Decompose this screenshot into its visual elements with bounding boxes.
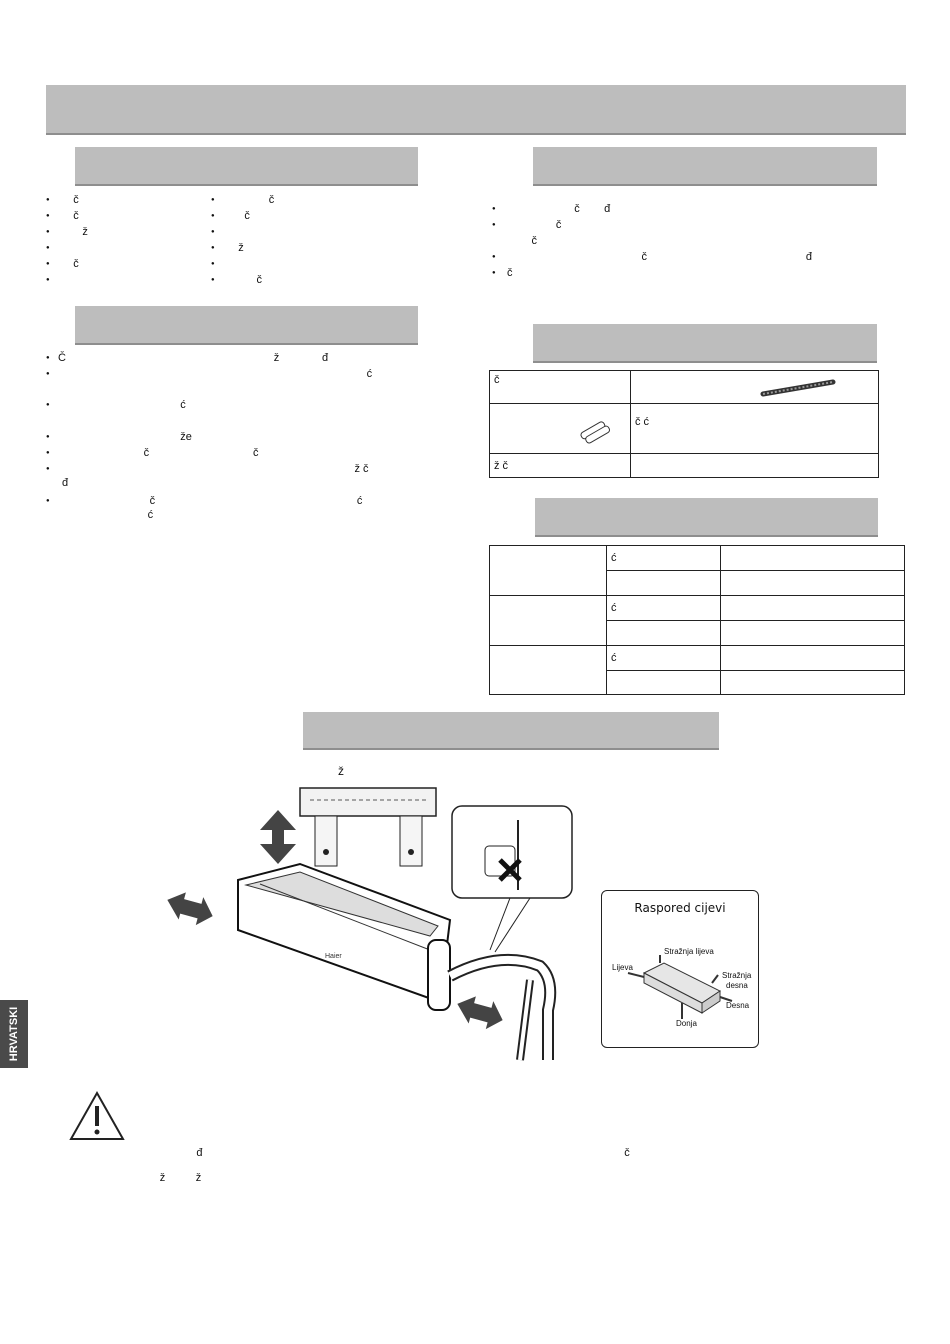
installation-illustration: Haier	[167, 787, 573, 1061]
table-row: č ć	[489, 403, 879, 454]
table-cell: č ć	[630, 403, 879, 454]
table-cell	[606, 620, 721, 646]
install-caption: ž	[338, 764, 344, 778]
paragraph: ć	[46, 398, 186, 413]
pipe-layout-diagram: Raspored cijevi Stražnja lijeva Lijeva S…	[601, 890, 759, 1048]
paragraph: č č	[46, 446, 259, 461]
svg-text:Haier: Haier	[325, 953, 342, 960]
left-section-1-list-b: č č ž č	[211, 192, 411, 288]
table-cell	[720, 670, 905, 695]
list-item: č	[211, 192, 411, 208]
pipe-label-rear-right-2: desna	[726, 981, 748, 990]
language-side-tab: HRVATSKI	[0, 1000, 28, 1068]
list-item: č	[492, 217, 892, 233]
table-cell	[720, 570, 905, 596]
table-cell	[606, 670, 721, 695]
pipe-label-rear-left: Stražnja lijeva	[664, 947, 714, 956]
accessories-header	[533, 324, 877, 363]
list-item	[46, 272, 206, 288]
list-item: č đ	[492, 201, 892, 217]
table-row: ž č	[489, 453, 879, 478]
pipe-label-right: Desna	[726, 1001, 750, 1010]
pipe-icon	[447, 953, 557, 1061]
table-cell	[489, 645, 607, 695]
list-item: ž	[46, 224, 206, 240]
list-item: č	[46, 192, 206, 208]
pipe-layout-title: Raspored cijevi	[634, 901, 726, 915]
horizontal-arrow-icon	[457, 996, 503, 1030]
paragraph: že	[46, 430, 192, 445]
spec-header	[535, 498, 878, 537]
horizontal-arrow-icon	[167, 892, 213, 926]
warning-text-line-2: ž ž	[120, 1172, 202, 1184]
table-cell: č	[489, 370, 631, 404]
left-section-2-header	[75, 306, 418, 345]
table-cell	[606, 570, 721, 596]
table-cell	[720, 545, 905, 571]
table-row	[490, 620, 905, 646]
paragraph: ć	[46, 367, 372, 382]
pipe-layout-unit-icon	[627, 955, 733, 1019]
vertical-arrow-icon	[260, 810, 296, 864]
left-section-1-header	[75, 147, 418, 186]
paragraph-continuation: đ	[62, 477, 69, 489]
list-item	[211, 256, 411, 272]
accessories-table: č č ć ž č	[489, 370, 879, 478]
table-cell: ć	[606, 645, 721, 671]
pipe-label-rear-right: Stražnja	[722, 971, 752, 980]
table-row: ć	[489, 645, 905, 695]
table-cell	[630, 453, 879, 478]
mounting-plate-icon	[299, 787, 437, 867]
install-section-header	[303, 712, 719, 750]
table-row: ć	[489, 595, 905, 646]
right-section-1-header	[533, 147, 877, 186]
pipe-label-left: Lijeva	[612, 963, 633, 972]
list-item: č	[492, 265, 892, 281]
table-cell: ž č	[489, 453, 631, 478]
table-row	[490, 670, 905, 695]
pipe-label-bottom: Donja	[676, 1019, 697, 1028]
drain-hose-icon	[760, 379, 836, 397]
warning-text-line-1: đ č	[120, 1147, 630, 1159]
list-item: č	[46, 256, 206, 272]
table-cell	[489, 595, 607, 646]
table-cell	[720, 595, 905, 621]
paragraph: Č ž đ	[46, 351, 328, 366]
table-cell-drain-hose	[630, 370, 879, 404]
forbidden-x-icon	[498, 858, 522, 882]
table-cell-battery	[489, 403, 631, 454]
list-item	[46, 240, 206, 256]
paragraph-continuation: ć	[62, 509, 154, 521]
table-row: ć	[489, 545, 905, 596]
callout-bubble	[451, 805, 573, 953]
list-item-continuation: č	[507, 235, 537, 247]
spec-table: ć ć ć	[489, 545, 905, 695]
paragraph: ž č	[46, 462, 368, 477]
table-cell	[720, 645, 905, 671]
battery-icon	[580, 421, 611, 444]
table-cell: ć	[606, 545, 721, 571]
left-section-1-list-a: č č ž č	[46, 192, 206, 288]
table-row: č	[489, 370, 879, 404]
list-item: č	[211, 272, 411, 288]
language-label: HRVATSKI	[8, 1006, 20, 1062]
main-header-bar	[46, 85, 906, 135]
table-cell: ć	[606, 595, 721, 621]
list-item: č đ	[492, 249, 892, 265]
paragraph: č ć	[46, 494, 362, 509]
warning-icon	[69, 1090, 125, 1140]
indoor-unit-icon: Haier	[237, 862, 452, 1011]
list-item: ž	[211, 240, 411, 256]
table-cell	[720, 620, 905, 646]
list-item: č	[46, 208, 206, 224]
list-item	[211, 224, 411, 240]
right-section-1-list: č đ č č č đ č	[492, 201, 892, 281]
list-item: č	[211, 208, 411, 224]
table-cell	[489, 545, 607, 596]
